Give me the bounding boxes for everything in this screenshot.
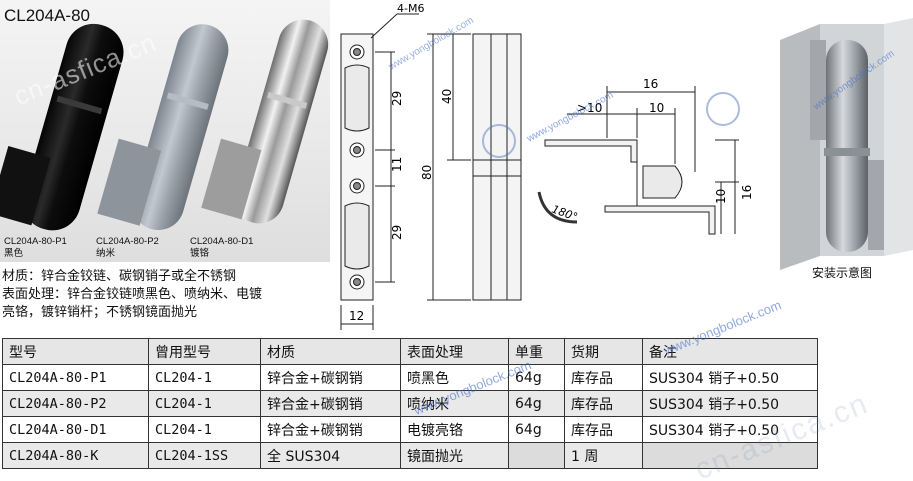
mounting-holes bbox=[349, 44, 365, 290]
install-illustration: www.yongbolock.com bbox=[780, 0, 913, 290]
cell-former-model: CL204-1 bbox=[148, 416, 261, 443]
top-view-drawing: 16 >10 10 10 16 180° www.yongbolock.com bbox=[525, 77, 754, 235]
brand-logo-icon bbox=[482, 124, 516, 158]
table-row: CL204A-80-K CL204-1SS 全 SUS304 镜面抛光 1 周 bbox=[2, 442, 818, 469]
brand-logo-icon bbox=[706, 92, 740, 126]
dim-11: 11 bbox=[390, 157, 404, 172]
dim-10-horizontal: 10 bbox=[649, 101, 664, 115]
nano-hinge-image bbox=[97, 24, 229, 231]
cell-weight: 64g bbox=[508, 364, 565, 391]
dim-80: 80 bbox=[420, 165, 434, 180]
black-hinge-image bbox=[0, 23, 124, 231]
cell-lead-time: 库存品 bbox=[564, 390, 643, 417]
table-row: CL204A-80-P1 CL204-1 锌合金+碳钢销 喷黑色 64g 库存品… bbox=[2, 364, 818, 391]
cell-model: CL204A-80-K bbox=[2, 442, 149, 469]
spec-line-finish-cont: 亮铬，镀锌销杆；不锈钢镜面抛光 bbox=[2, 305, 198, 320]
col-header-model: 型号 bbox=[2, 338, 149, 365]
chrome-hinge-image bbox=[201, 19, 329, 224]
cell-remarks: SUS304 销子+0.50 bbox=[642, 390, 818, 417]
spec-table: 型号 曾用型号 材质 表面处理 单重 货期 备注 CL204A-80-P1 CL… bbox=[2, 338, 818, 469]
dim-16-top: 16 bbox=[643, 77, 658, 91]
cell-former-model: CL204-1 bbox=[148, 364, 261, 391]
col-header-former-model: 曾用型号 bbox=[148, 338, 261, 365]
cell-material: 锌合金+碳钢销 bbox=[260, 364, 401, 391]
cell-remarks bbox=[642, 442, 818, 469]
cell-remarks: SUS304 销子+0.50 bbox=[642, 416, 818, 443]
col-header-weight: 单重 bbox=[508, 338, 565, 365]
material-spec-text: 材质：锌合金铰链、碳钢销子或全不锈钢 表面处理：锌合金铰链喷黑色、喷纳米、电镀 … bbox=[2, 268, 262, 322]
spec-line-finish: 表面处理：锌合金铰链喷黑色、喷纳米、电镀 bbox=[2, 287, 263, 302]
cell-remarks: SUS304 销子+0.50 bbox=[642, 364, 818, 391]
cell-material: 全 SUS304 bbox=[260, 442, 401, 469]
table-row: CL204A-80-P2 CL204-1 锌合金+碳钢销 喷纳米 64g 库存品… bbox=[2, 390, 818, 417]
install-caption: 安装示意图 bbox=[812, 266, 873, 280]
watermark-text: www.yongbolock.com bbox=[525, 90, 615, 145]
hinge-photo-illustration bbox=[0, 19, 329, 231]
cell-weight bbox=[508, 442, 565, 469]
product-title: CL204A-80 bbox=[4, 6, 91, 25]
table-header-row: 型号 曾用型号 材质 表面处理 单重 货期 备注 bbox=[2, 338, 818, 365]
cell-surface: 镜面抛光 bbox=[400, 442, 509, 469]
col-header-material: 材质 bbox=[260, 338, 401, 365]
cell-weight: 64g bbox=[508, 416, 565, 443]
cell-surface: 喷纳米 bbox=[400, 390, 509, 417]
cell-weight: 64g bbox=[508, 390, 565, 417]
cell-lead-time: 库存品 bbox=[564, 416, 643, 443]
dim-10-vertical: 10 bbox=[714, 189, 728, 204]
col-header-lead-time: 货期 bbox=[564, 338, 643, 365]
dim-12: 12 bbox=[349, 309, 364, 323]
cell-lead-time: 1 周 bbox=[564, 442, 643, 469]
dim-gt10: >10 bbox=[577, 101, 602, 115]
dim-29-lower: 29 bbox=[390, 225, 404, 240]
dim-40: 40 bbox=[440, 89, 454, 104]
cell-surface: 喷黑色 bbox=[400, 364, 509, 391]
dim-16-vertical: 16 bbox=[740, 185, 754, 200]
watermark-text: www.yongbolock.com bbox=[386, 15, 476, 73]
spec-line-material: 材质：锌合金铰链、碳钢销子或全不锈钢 bbox=[2, 269, 237, 284]
cell-material: 锌合金+碳钢销 bbox=[260, 416, 401, 443]
cell-lead-time: 库存品 bbox=[564, 364, 643, 391]
cell-model: CL204A-80-D1 bbox=[2, 416, 149, 443]
front-view-drawing: 4-M6 29 11 29 80 40 12 www.yongbolock.co… bbox=[340, 2, 522, 330]
table-row: CL204A-80-D1 CL204-1 锌合金+碳钢销 电镀亮铬 64g 库存… bbox=[2, 416, 818, 443]
cell-material: 锌合金+碳钢销 bbox=[260, 390, 401, 417]
cell-model: CL204A-80-P1 bbox=[2, 364, 149, 391]
dim-29-upper: 29 bbox=[390, 91, 404, 106]
col-header-remarks: 备注 bbox=[642, 338, 818, 365]
cell-former-model: CL204-1SS bbox=[148, 442, 261, 469]
hole-label: 4-M6 bbox=[397, 2, 424, 15]
cell-former-model: CL204-1 bbox=[148, 390, 261, 417]
cell-surface: 电镀亮铬 bbox=[400, 416, 509, 443]
col-header-surface: 表面处理 bbox=[400, 338, 509, 365]
cell-model: CL204A-80-P2 bbox=[2, 390, 149, 417]
